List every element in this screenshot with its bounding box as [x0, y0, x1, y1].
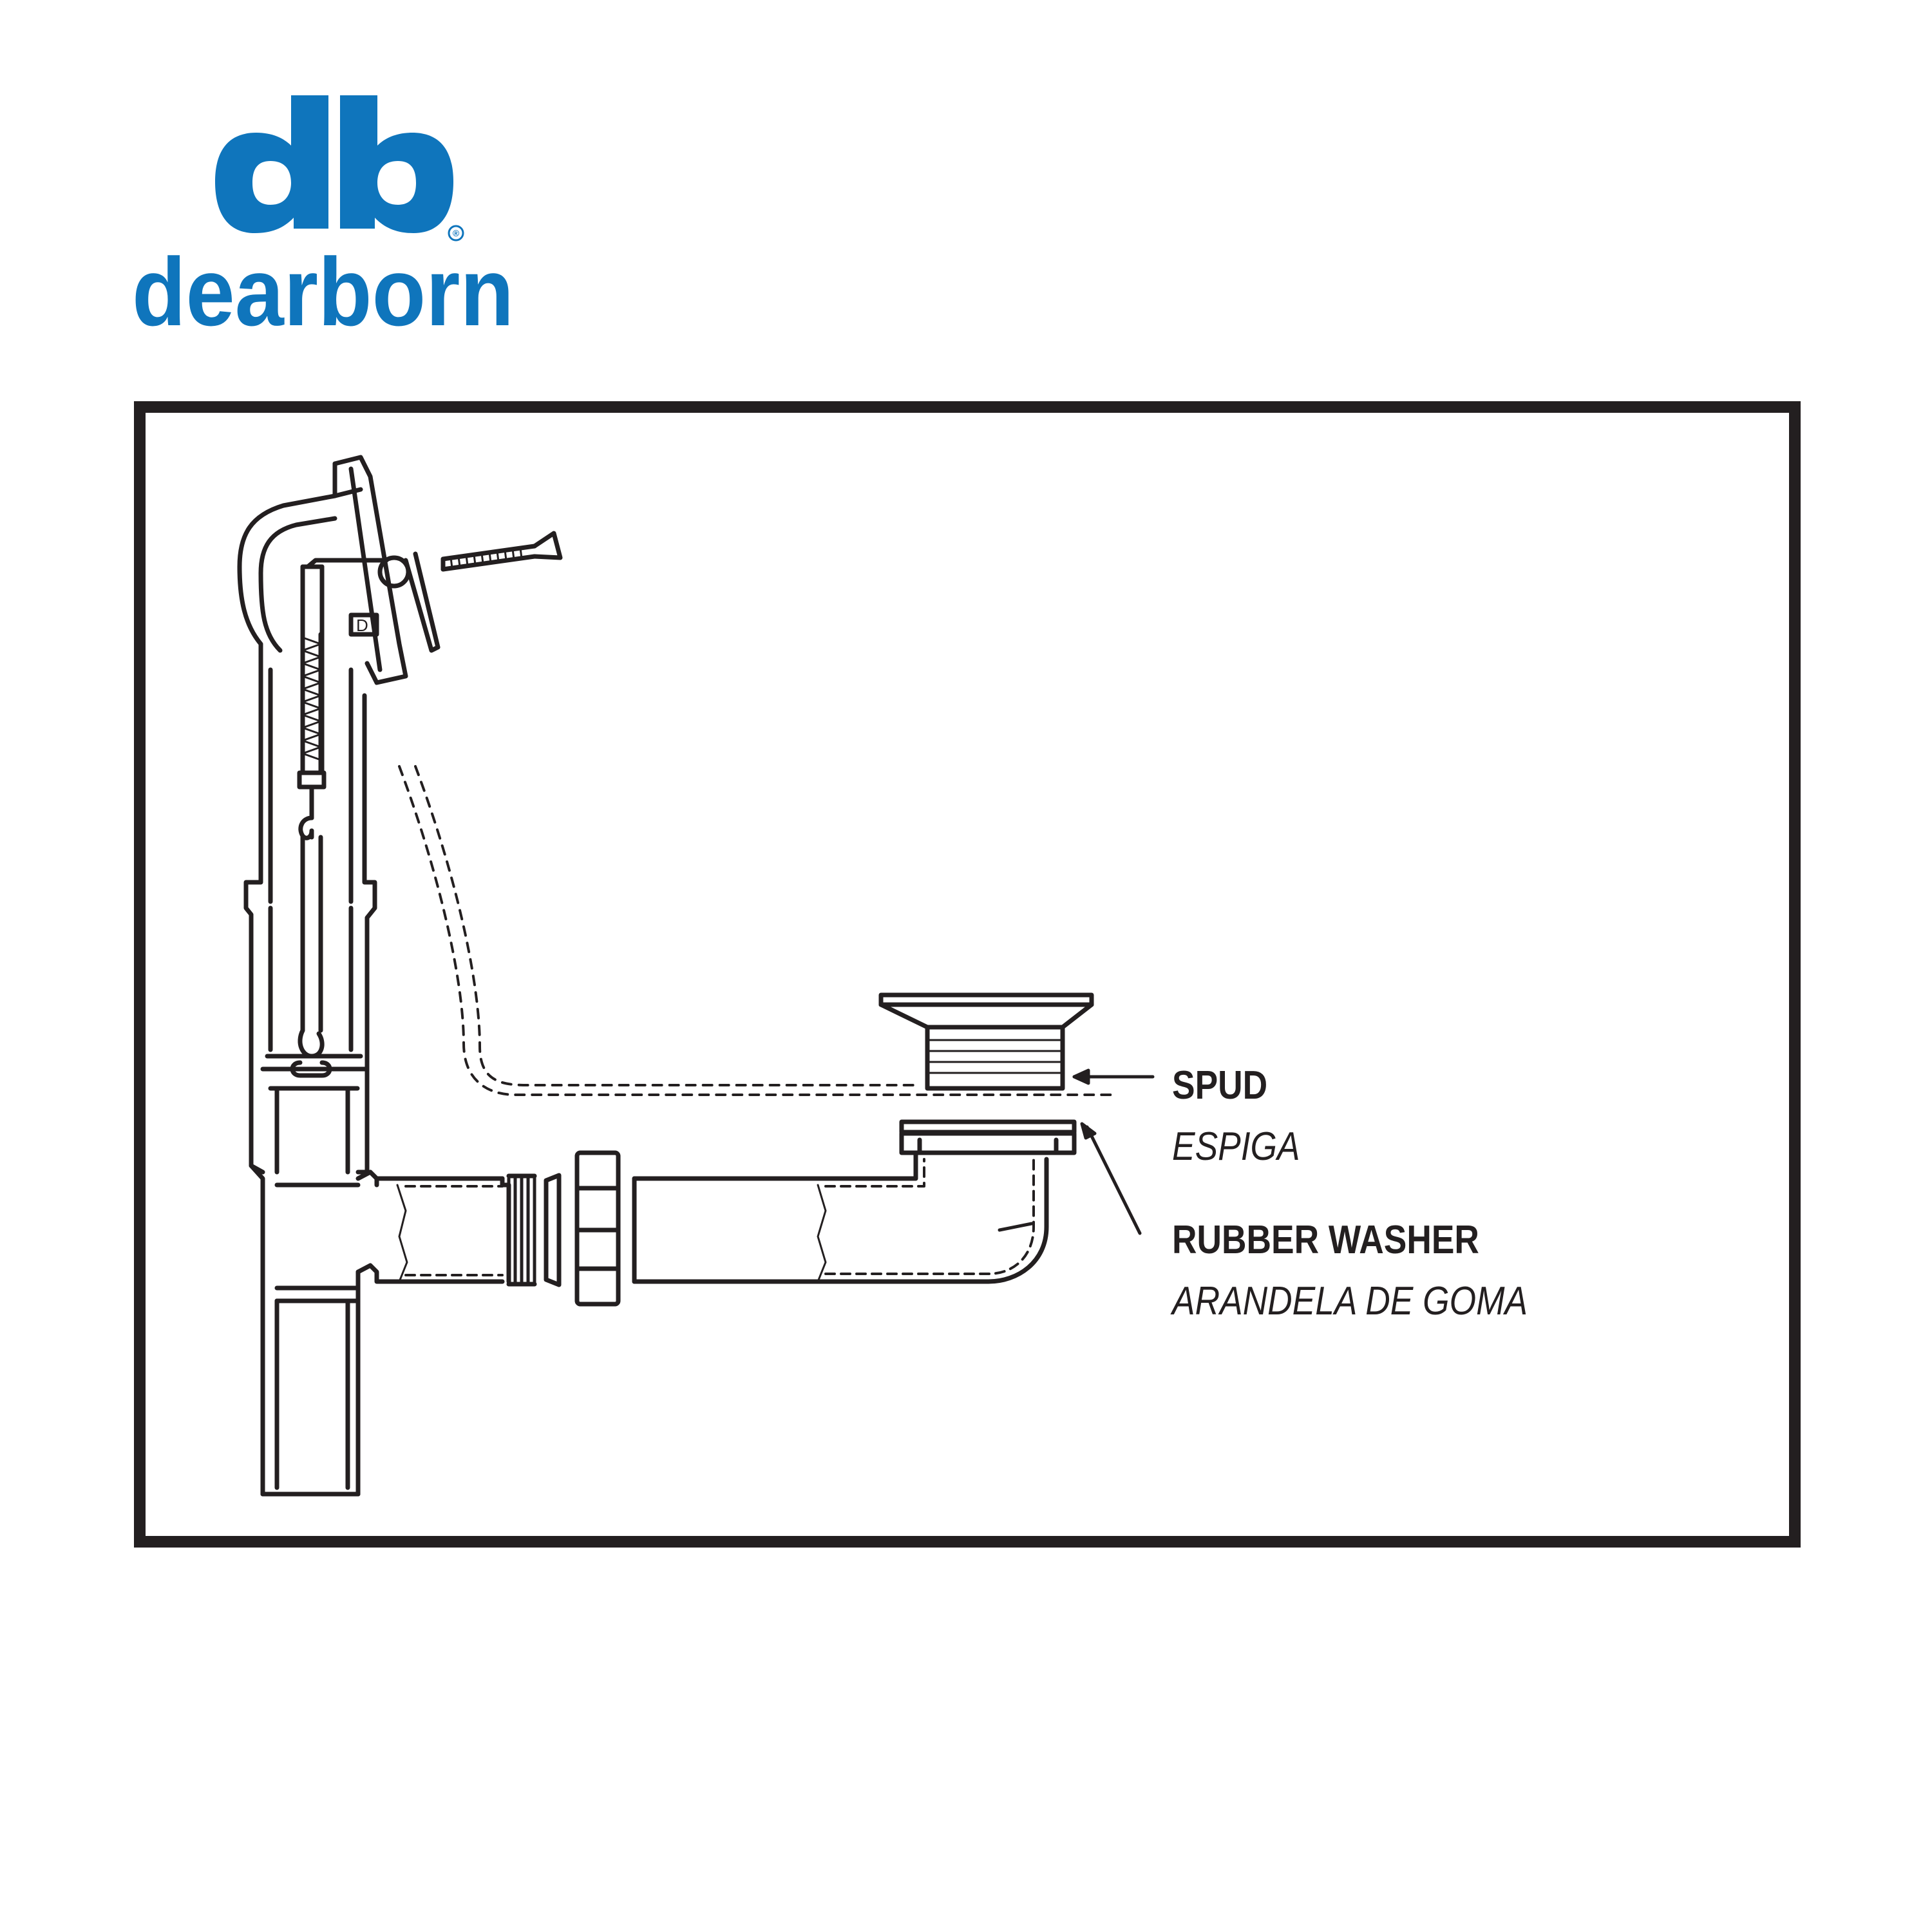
svg-text:®: ® [453, 228, 460, 238]
logo-wordmark: dearborn [132, 238, 514, 346]
dearborn-logo: ® dearborn [132, 95, 514, 346]
faceplate-screw [440, 531, 563, 572]
svg-text:D: D [356, 616, 368, 635]
spud-part [878, 992, 1094, 1091]
callout-rubber-washer-title: RUBBER WASHER [1172, 1218, 1479, 1262]
callout-spud-title: SPUD [1172, 1063, 1268, 1108]
tub-outline [398, 765, 1115, 1096]
callout-arrows [1072, 1068, 1155, 1235]
slip-nut [574, 1150, 621, 1307]
callout-spud-subtitle: ESPIGA [1172, 1124, 1300, 1169]
overflow-assembly [237, 461, 377, 1497]
rubber-washer-part [899, 1119, 1077, 1135]
diagram-frame [134, 401, 1801, 1548]
drain-shoe [632, 1131, 1077, 1284]
tee-branch [355, 1170, 537, 1287]
callout-rubber-washer-subtitle: ARANDELA DE GOMA [1172, 1279, 1528, 1323]
slip-washer [544, 1173, 562, 1287]
linkage-rod [290, 632, 332, 1078]
logo-monogram-icon: ® [215, 95, 464, 242]
